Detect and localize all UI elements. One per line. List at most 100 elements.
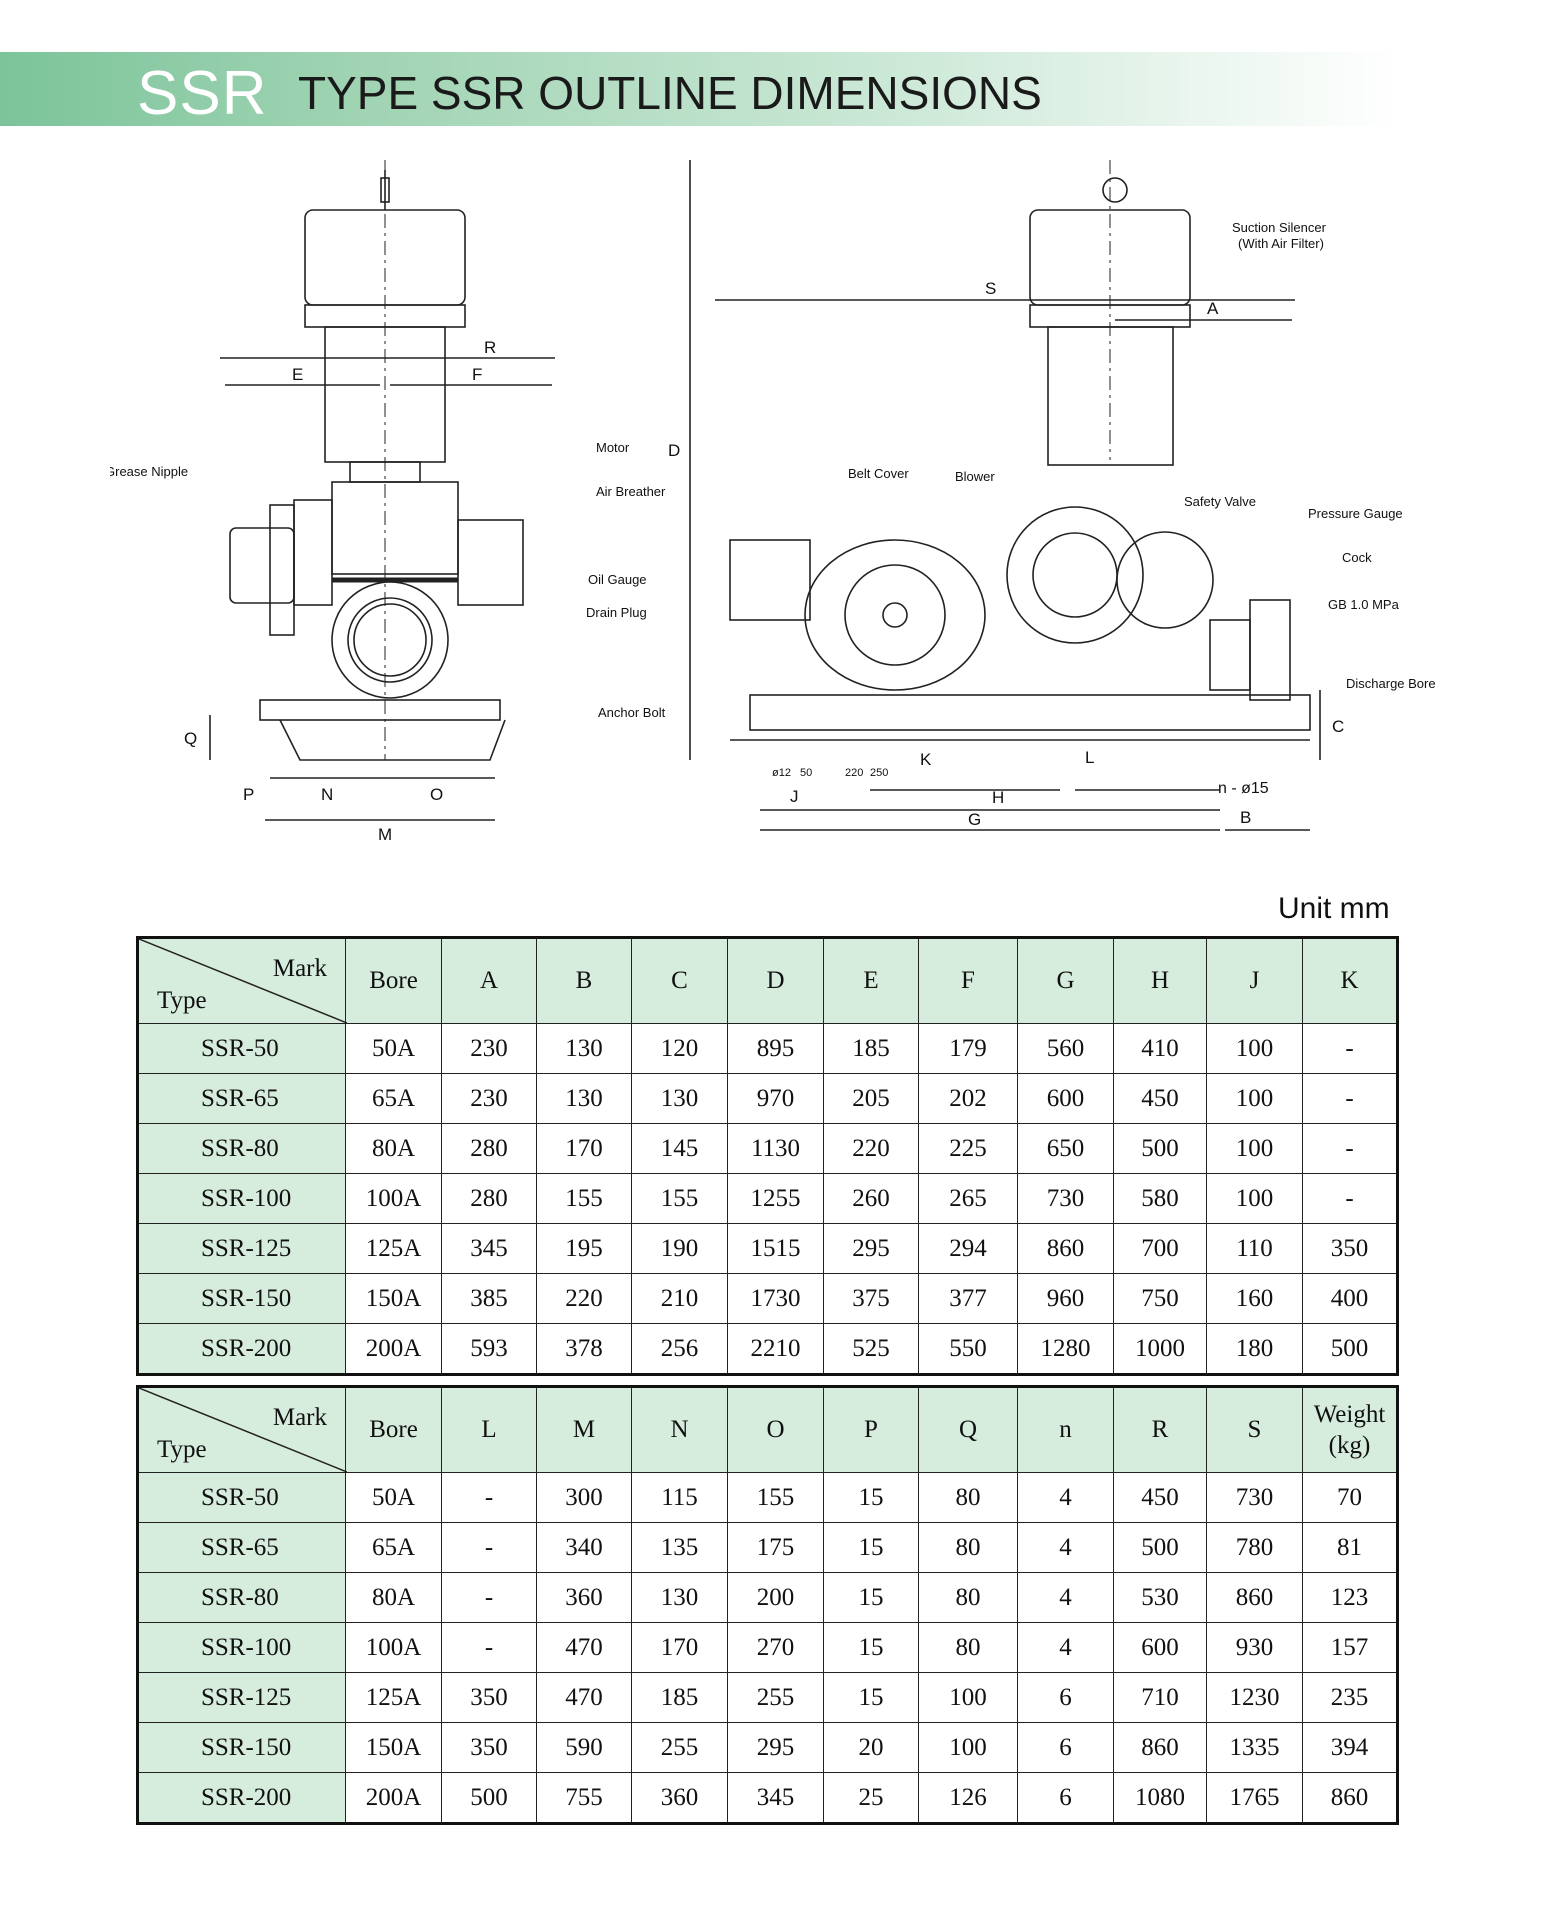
table-cell: 135 — [631, 1522, 728, 1573]
corner-type: Type — [157, 1436, 207, 1463]
unit-label: Unit mm — [1278, 892, 1390, 925]
table-cell: 600 — [1017, 1073, 1114, 1124]
table-cell: 6 — [1017, 1772, 1114, 1824]
table-cell: 340 — [536, 1522, 632, 1573]
left-view — [209, 160, 555, 821]
dim-c: C — [1332, 717, 1344, 736]
dim-r: R — [484, 338, 496, 357]
table-cell: 1255 — [727, 1173, 824, 1224]
table-cell: 400 — [1302, 1273, 1398, 1324]
column-header: H — [1113, 937, 1207, 1024]
table-cell: 750 — [1113, 1273, 1207, 1324]
table-1-header: Mark Type Bore A B C D E F G H J K — [137, 937, 1398, 1024]
table-cell: 255 — [727, 1672, 824, 1723]
table-cell: 1515 — [727, 1223, 824, 1274]
dim-o: O — [430, 785, 443, 804]
table-cell: 70 — [1302, 1472, 1398, 1523]
table-cell: 500 — [1113, 1522, 1207, 1573]
table-cell: 155 — [536, 1173, 632, 1224]
table-cell: 700 — [1113, 1223, 1207, 1274]
table-cell: 185 — [631, 1672, 728, 1723]
table-cell: 130 — [631, 1073, 728, 1124]
column-header: C — [631, 937, 728, 1024]
table-cell: 100 — [918, 1672, 1018, 1723]
corner-type: Type — [157, 987, 207, 1014]
table-cell: 470 — [536, 1672, 632, 1723]
type-cell: SSR-80 — [137, 1123, 346, 1174]
table-cell: 2210 — [727, 1323, 824, 1375]
table-cell: 123 — [1302, 1572, 1398, 1623]
table-cell: - — [441, 1522, 537, 1573]
dim-d12: ø12 — [772, 767, 791, 779]
table-cell: 190 — [631, 1223, 728, 1274]
dimensions-table-1: Mark Type Bore A B C D E F G H J K SSR-5… — [136, 936, 1399, 1376]
table-cell: 150A — [345, 1722, 442, 1773]
type-cell: SSR-100 — [137, 1622, 346, 1673]
table-cell: 350 — [441, 1672, 537, 1723]
table-cell: 180 — [1206, 1323, 1303, 1375]
table-cell: 560 — [1017, 1023, 1114, 1074]
page-title: TYPE SSR OUTLINE DIMENSIONS — [298, 67, 1042, 119]
column-header: K — [1302, 937, 1398, 1024]
table-cell: 1000 — [1113, 1323, 1207, 1375]
table-cell: 200 — [727, 1572, 824, 1623]
label-anchor-bolt: Anchor Bolt — [598, 705, 666, 720]
table-cell: 220 — [536, 1273, 632, 1324]
type-cell: SSR-200 — [137, 1772, 346, 1824]
table-cell: 15 — [823, 1672, 919, 1723]
table-cell: 580 — [1113, 1173, 1207, 1224]
table-cell: - — [441, 1572, 537, 1623]
dim-q: Q — [184, 729, 197, 748]
table-cell: 860 — [1017, 1223, 1114, 1274]
label-discharge-bore: Discharge Bore — [1346, 676, 1436, 691]
table-cell: 185 — [823, 1023, 919, 1074]
right-dim-letters: S A D C K L H J G B — [668, 279, 1344, 829]
anchor-dims: ø12 50 220 250 — [772, 767, 888, 779]
label-cock: Cock — [1342, 550, 1372, 565]
column-header: A — [441, 937, 537, 1024]
column-header: J — [1206, 937, 1303, 1024]
table-cell: 195 — [536, 1223, 632, 1274]
table-cell: 378 — [536, 1323, 632, 1375]
table-cell: 126 — [918, 1772, 1018, 1824]
table-cell: 860 — [1206, 1572, 1303, 1623]
table-cell: 170 — [536, 1123, 632, 1174]
dim-k: K — [920, 750, 932, 769]
table-cell: 130 — [631, 1572, 728, 1623]
corner-cell: Mark Type — [137, 1386, 347, 1473]
table-cell: 375 — [823, 1273, 919, 1324]
table-cell: 270 — [727, 1622, 824, 1673]
dim-j: J — [790, 787, 799, 806]
table-cell: 525 — [823, 1323, 919, 1375]
dim-e: E — [292, 365, 303, 384]
table-cell: - — [441, 1622, 537, 1673]
type-cell: SSR-150 — [137, 1722, 346, 1773]
type-cell: SSR-150 — [137, 1273, 346, 1324]
table-cell: 100A — [345, 1622, 442, 1673]
column-header: S — [1206, 1386, 1303, 1473]
column-header: M — [536, 1386, 632, 1473]
table-cell: 4 — [1017, 1572, 1114, 1623]
column-header: F — [918, 937, 1018, 1024]
table-cell: 470 — [536, 1622, 632, 1673]
left-dim-letters: R E F Q P N O M — [184, 338, 496, 844]
table-cell: - — [1302, 1173, 1398, 1224]
dim-m: M — [378, 825, 392, 844]
column-header: Bore — [345, 1386, 442, 1473]
label-grease-nipple: Grease Nipple — [110, 464, 188, 479]
table-cell: - — [1302, 1023, 1398, 1074]
table-cell: 175 — [727, 1522, 824, 1573]
table-cell: 200A — [345, 1772, 442, 1824]
dim-g: G — [968, 810, 981, 829]
table-cell: 225 — [918, 1123, 1018, 1174]
table-cell: - — [1302, 1123, 1398, 1174]
